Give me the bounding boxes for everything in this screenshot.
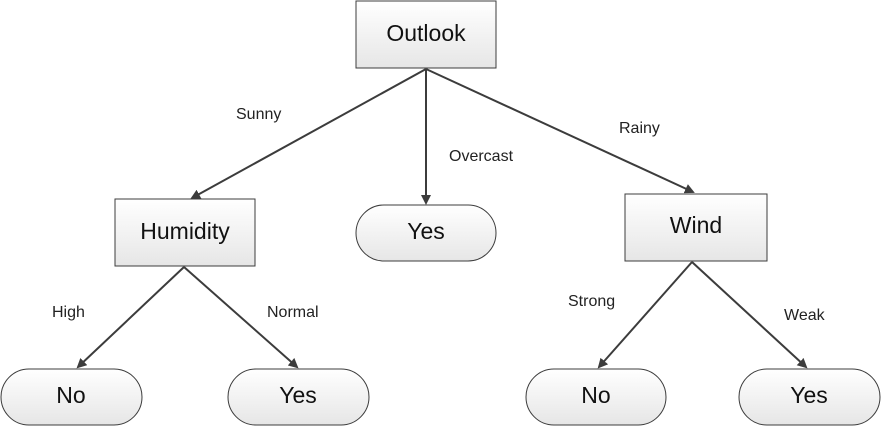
edge-label-rainy: Rainy bbox=[619, 120, 660, 137]
leaf-overcast-yes: Yes bbox=[355, 204, 497, 262]
edge-strong bbox=[597, 261, 693, 369]
edge-normal bbox=[183, 266, 299, 369]
leaf-normal-yes-label: Yes bbox=[279, 382, 317, 408]
node-wind-label: Wind bbox=[670, 212, 722, 238]
edge-label-weak: Weak bbox=[784, 307, 826, 324]
leaf-high-no: No bbox=[0, 368, 143, 426]
leaf-strong-no-label: No bbox=[581, 382, 610, 408]
node-humidity-label: Humidity bbox=[140, 218, 230, 244]
edge-label-overcast: Overcast bbox=[449, 148, 514, 165]
node-outlook: Outlook bbox=[355, 0, 497, 69]
leaf-normal-yes: Yes bbox=[227, 368, 370, 426]
edge-rainy bbox=[425, 68, 695, 194]
leaf-high-no-label: No bbox=[56, 382, 85, 408]
edge-weak bbox=[691, 261, 808, 369]
edge-label-high: High bbox=[52, 304, 85, 321]
edge-sunny bbox=[190, 68, 427, 199]
edge-label-sunny: Sunny bbox=[236, 106, 281, 123]
leaf-strong-no: No bbox=[525, 368, 667, 426]
node-humidity: Humidity bbox=[114, 198, 256, 267]
edge-label-strong: Strong bbox=[568, 293, 615, 310]
node-outlook-label: Outlook bbox=[386, 20, 466, 46]
leaf-weak-yes: Yes bbox=[738, 368, 881, 426]
edge-high bbox=[76, 266, 185, 369]
leaf-overcast-yes-label: Yes bbox=[407, 218, 445, 244]
node-wind: Wind bbox=[624, 193, 768, 262]
edge-label-normal: Normal bbox=[267, 304, 319, 321]
leaf-weak-yes-label: Yes bbox=[790, 382, 828, 408]
